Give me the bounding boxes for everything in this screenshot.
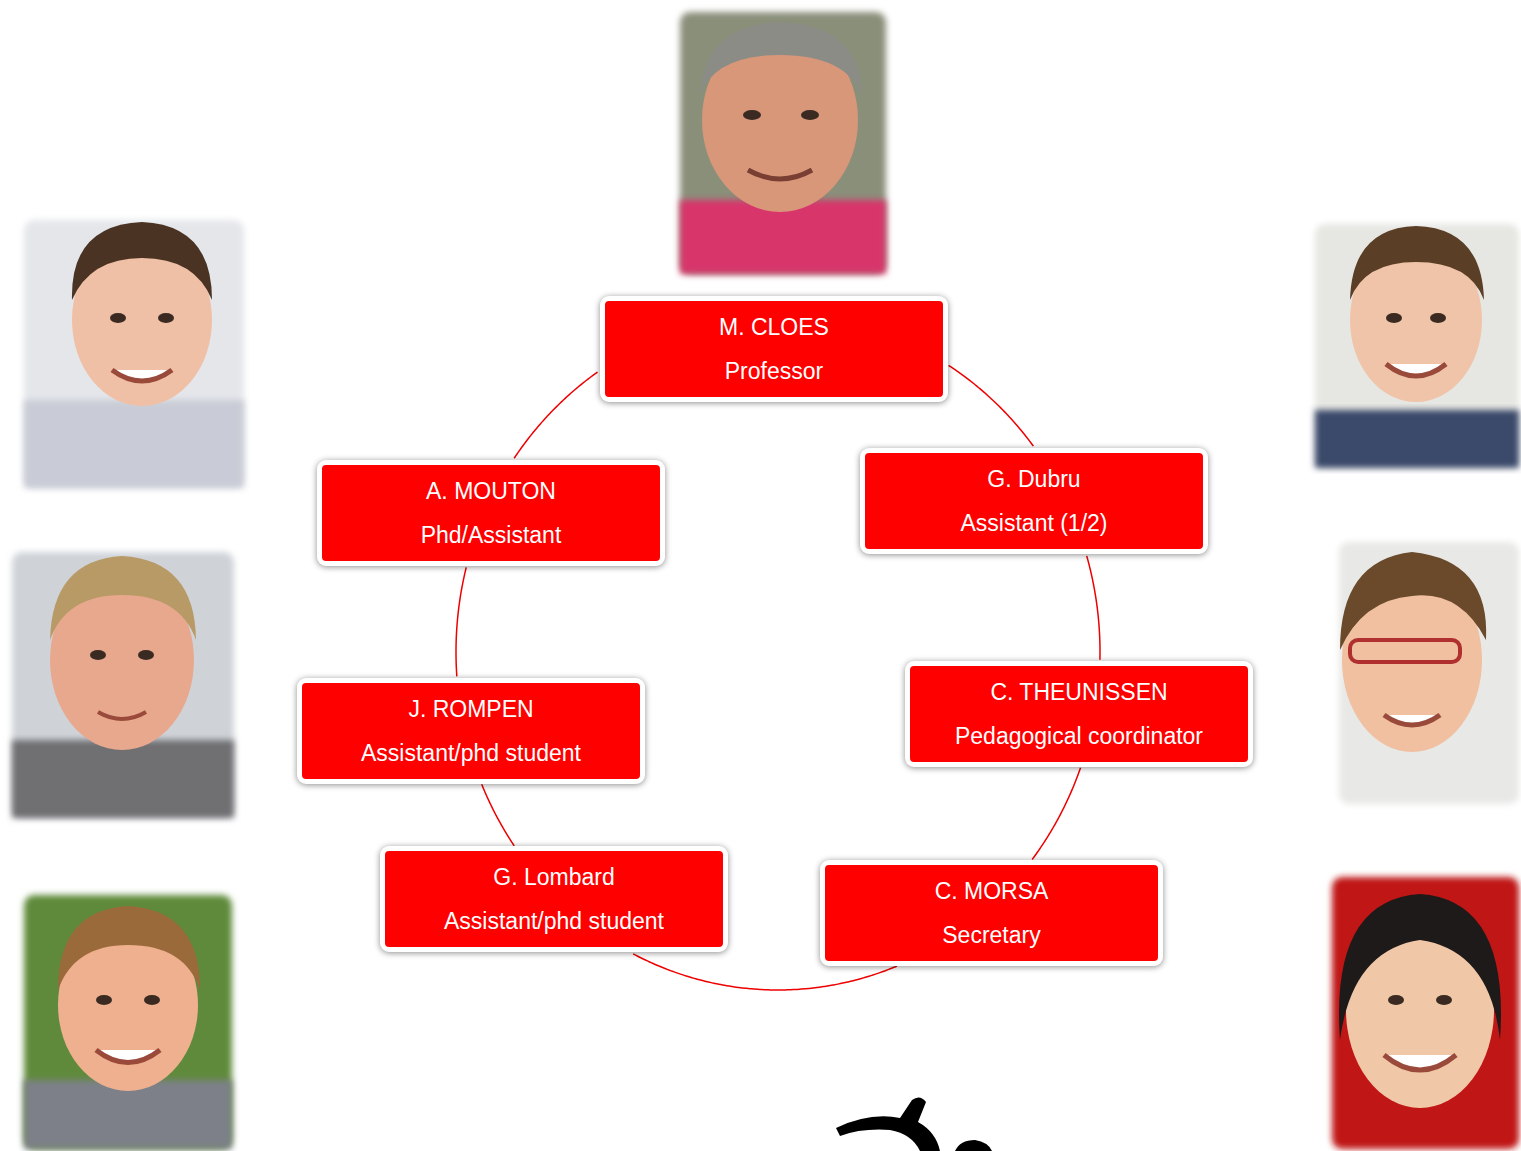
ring-connector [456,567,466,676]
staff-box: G. DubruAssistant (1/2) [860,448,1208,554]
ring-connector [1032,768,1080,860]
staff-name: C. MORSA [935,869,1049,913]
portrait [12,552,234,818]
ring-connector [482,784,515,846]
ring-connector [514,372,597,458]
staff-box: G. LombardAssistant/phd student [380,846,728,952]
staff-box: C. MORSASecretary [820,860,1163,966]
staff-role: Assistant/phd student [361,731,581,775]
staff-box: M. CLOESProfessor [600,296,948,402]
staff-role: Secretary [942,913,1040,957]
ring-connector [949,365,1034,446]
staff-role: Assistant/phd student [444,899,664,943]
logo-figure [836,1097,992,1151]
staff-name: A. MOUTON [426,469,556,513]
staff-role: Assistant (1/2) [961,501,1108,545]
staff-name: G. Dubru [987,457,1080,501]
portrait [24,220,244,488]
staff-name: M. CLOES [719,305,829,349]
staff-box: A. MOUTONPhd/Assistant [317,460,665,566]
staff-box: C. THEUNISSENPedagogical coordinator [905,661,1253,767]
staff-name: J. ROMPEN [408,687,533,731]
portrait [1332,877,1519,1149]
staff-role: Professor [725,349,823,393]
portrait [680,12,886,274]
ring-connector [1087,556,1100,660]
staff-box: J. ROMPENAssistant/phd student [297,678,645,784]
portrait [1315,224,1519,468]
staff-name: G. Lombard [493,855,614,899]
staff-name: C. THEUNISSEN [990,670,1167,714]
portrait [24,895,232,1149]
staff-role: Pedagogical coordinator [955,714,1203,758]
staff-role: Phd/Assistant [421,513,562,557]
portrait [1339,542,1519,804]
